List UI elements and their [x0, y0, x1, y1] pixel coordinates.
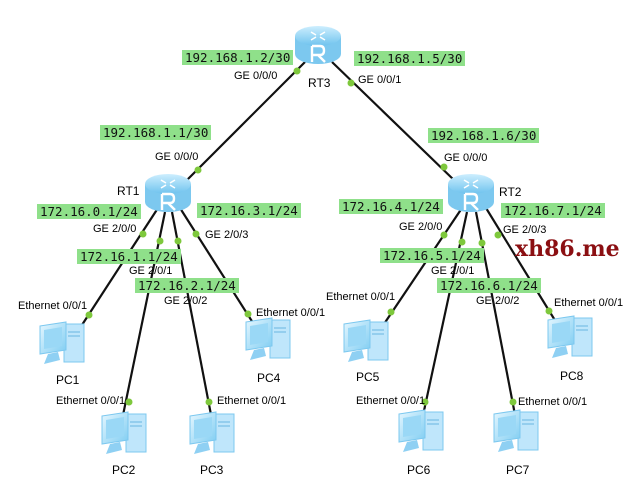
pc6-icon[interactable]	[398, 409, 444, 453]
ip-label-rt2-ge000: 192.168.1.6/30	[428, 128, 540, 143]
pc-name: PC6	[407, 463, 431, 477]
interface-label: GE 2/0/1	[431, 265, 475, 277]
pc-name: PC3	[200, 463, 224, 477]
interface-label: Ethernet 0/0/1	[356, 395, 426, 407]
port-dot	[545, 307, 553, 315]
interface-label: Ethernet 0/0/1	[217, 395, 287, 407]
port-dot	[494, 231, 502, 239]
interface-label: GE 2/0/0	[399, 221, 443, 233]
watermark: xh86.me	[515, 236, 620, 262]
link-rt1-pc2[interactable]	[120, 211, 167, 421]
interface-label: Ethernet 0/0/1	[326, 291, 396, 303]
port-dot	[174, 237, 182, 245]
port-dot	[156, 237, 164, 245]
port-dot	[440, 231, 448, 239]
port-dot	[244, 310, 252, 318]
interface-label: Ethernet 0/0/1	[256, 307, 326, 319]
interface-label: Ethernet 0/0/1	[56, 395, 126, 407]
interface-label: GE 2/0/3	[205, 229, 249, 241]
interface-label: Ethernet 0/0/1	[518, 396, 588, 408]
link-rt1-pc3[interactable]	[170, 211, 214, 421]
port-dot	[194, 166, 202, 174]
link-rt1-pc4[interactable]	[179, 207, 256, 327]
pc-name: PC8	[560, 369, 584, 383]
link-rt2-pc5[interactable]	[383, 207, 463, 325]
link-rt2-pc7[interactable]	[474, 211, 518, 421]
port-dot	[205, 398, 213, 406]
pc5-icon[interactable]	[343, 319, 389, 363]
router-name-rt2: RT2	[499, 185, 522, 199]
port-dot	[421, 398, 429, 406]
interface-label: GE 0/0/0	[155, 151, 199, 163]
interface-label: GE 0/0/0	[444, 152, 488, 164]
pc1-icon[interactable]	[39, 321, 85, 365]
port-dot	[387, 308, 395, 316]
pc-name: PC1	[56, 373, 80, 387]
ip-label-rt1-ge201: 172.16.1.1/24	[77, 249, 181, 264]
ip-label-rt1-ge203: 172.16.3.1/24	[197, 203, 301, 218]
ip-label-rt2-ge201: 172.16.5.1/24	[380, 248, 484, 263]
interface-label: GE 2/0/2	[476, 295, 520, 307]
router-name-rt1: RT1	[117, 184, 140, 198]
pc7-icon[interactable]	[493, 409, 539, 453]
link-rt2-pc6[interactable]	[420, 211, 469, 421]
pc-name: PC7	[506, 463, 530, 477]
pc2-icon[interactable]	[101, 411, 147, 455]
ip-label-rt1-ge202: 172.16.2.1/24	[135, 278, 239, 293]
ip-label-rt1-ge000: 192.168.1.1/30	[100, 125, 212, 140]
ip-label-rt2-ge203: 172.16.7.1/24	[501, 203, 605, 218]
pc3-icon[interactable]	[189, 411, 235, 455]
port-dot	[440, 163, 448, 171]
pc8-icon[interactable]	[547, 315, 593, 359]
router-name-rt3: RT3	[308, 76, 331, 90]
interface-label: Ethernet 0/0/1	[18, 300, 88, 312]
port-dot	[139, 230, 147, 238]
interface-label: GE 0/0/0	[234, 70, 278, 82]
link-rt1-pc1[interactable]	[79, 207, 159, 329]
router-rt3-icon[interactable]	[293, 24, 343, 66]
ip-label-rt3-ge001: 192.168.1.5/30	[354, 51, 466, 66]
pc-name: PC4	[257, 371, 281, 385]
pc4-icon[interactable]	[245, 317, 291, 361]
router-rt1-icon[interactable]	[143, 172, 193, 214]
ip-label-rt1-ge200: 172.16.0.1/24	[37, 204, 141, 219]
port-dot	[509, 398, 517, 406]
ip-label-rt2-ge200: 172.16.4.1/24	[339, 199, 443, 214]
port-dot	[478, 239, 486, 247]
pc-name: PC2	[112, 463, 136, 477]
interface-label: GE 2/0/2	[164, 295, 208, 307]
interface-label: Ethernet 0/0/1	[554, 297, 624, 309]
link-rt3-rt1[interactable]	[184, 61, 306, 183]
port-dot	[125, 398, 133, 406]
port-dot	[192, 230, 200, 238]
router-rt2-icon[interactable]	[446, 172, 496, 214]
interface-label: GE 2/0/3	[503, 224, 547, 236]
pc-name: PC5	[356, 370, 380, 384]
port-dot	[347, 79, 355, 87]
interface-label: GE 2/0/0	[93, 223, 137, 235]
port-dot	[85, 311, 93, 319]
link-rt2-pc8[interactable]	[485, 207, 557, 323]
ip-label-rt3-ge000: 192.168.1.2/30	[182, 50, 294, 65]
interface-label: GE 0/0/1	[358, 74, 402, 86]
port-dot	[293, 67, 301, 75]
port-dot	[458, 238, 466, 246]
ip-label-rt2-ge202: 172.16.6.1/24	[437, 278, 541, 293]
interface-label: GE 2/0/1	[129, 265, 173, 277]
